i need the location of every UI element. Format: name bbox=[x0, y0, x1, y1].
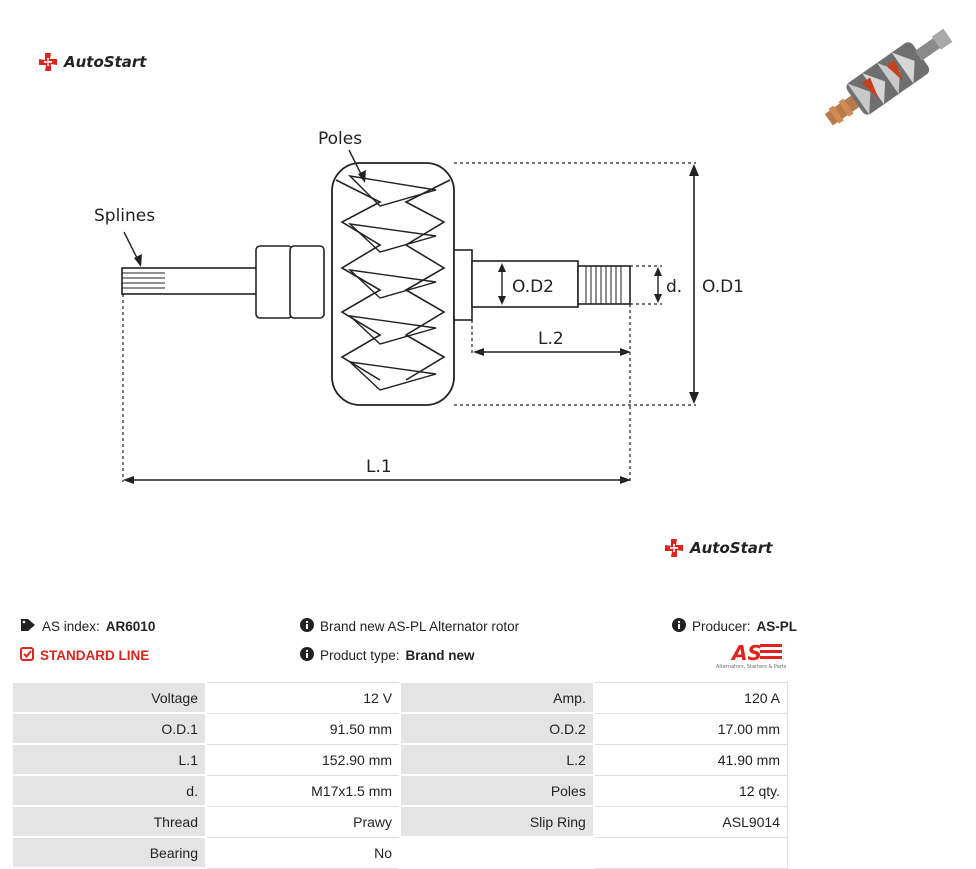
table-row: Bearing No bbox=[11, 836, 788, 869]
spec-value: 152.90 mm bbox=[205, 743, 401, 776]
table-row: O.D.1 91.50 mm O.D.2 17.00 mm bbox=[11, 712, 788, 745]
check-square-icon bbox=[20, 647, 34, 664]
description: Brand new AS-PL Alternator rotor bbox=[300, 618, 519, 635]
brand-logo-top: AutoStart bbox=[38, 52, 146, 72]
info-circle-icon bbox=[672, 618, 686, 635]
product-type-value: Brand new bbox=[405, 648, 475, 663]
product-type: Product type: Brand new bbox=[300, 647, 475, 664]
spec-table: Voltage 12 V Amp. 120 A O.D.1 91.50 mm O… bbox=[11, 681, 788, 869]
spec-key: d. bbox=[11, 774, 207, 807]
spec-key: O.D.2 bbox=[399, 712, 595, 745]
label-l1: L.1 bbox=[366, 457, 392, 477]
spec-key bbox=[399, 836, 595, 869]
as-index: AS index: AR6010 bbox=[20, 618, 155, 635]
svg-text:AS: AS bbox=[730, 641, 762, 665]
spec-value: 12 V bbox=[205, 681, 401, 714]
as-pl-logo: AS Alternators, Starters & Parts bbox=[716, 641, 787, 670]
splines-section bbox=[121, 267, 259, 295]
spec-value: 17.00 mm bbox=[593, 712, 788, 745]
table-row: Voltage 12 V Amp. 120 A bbox=[11, 681, 788, 714]
label-splines: Splines bbox=[94, 206, 155, 226]
claw-pole-body bbox=[331, 162, 455, 406]
label-poles: Poles bbox=[318, 129, 362, 149]
table-row: L.1 152.90 mm L.2 41.90 mm bbox=[11, 743, 788, 776]
info-circle-icon bbox=[300, 618, 314, 635]
producer-value: AS-PL bbox=[756, 619, 798, 634]
autostart-logo-icon bbox=[39, 53, 57, 71]
brand-name: AutoStart bbox=[690, 539, 773, 557]
label-od1: O.D1 bbox=[702, 277, 744, 297]
spec-value: 41.90 mm bbox=[593, 743, 788, 776]
spec-key: Thread bbox=[11, 805, 207, 838]
standard-line-text: STANDARD LINE bbox=[40, 648, 150, 663]
autostart-logo-icon bbox=[665, 539, 683, 557]
spec-value bbox=[593, 836, 788, 869]
label-l2: L.2 bbox=[538, 329, 564, 349]
svg-text:Alternators, Starters & Parts: Alternators, Starters & Parts bbox=[716, 664, 787, 670]
brand-logo-bottom: AutoStart bbox=[664, 538, 772, 558]
spec-value: No bbox=[205, 836, 401, 869]
spec-value: Prawy bbox=[205, 805, 401, 838]
spec-key: Amp. bbox=[399, 681, 595, 714]
tag-icon bbox=[20, 618, 36, 635]
description-text: Brand new AS-PL Alternator rotor bbox=[320, 619, 520, 634]
table-row: Thread Prawy Slip Ring ASL9014 bbox=[11, 805, 788, 838]
producer: Producer: AS-PL bbox=[672, 618, 797, 635]
product-photo bbox=[808, 8, 966, 150]
thread-section bbox=[577, 265, 631, 305]
label-d: d. bbox=[666, 277, 682, 297]
standard-line-badge: STANDARD LINE bbox=[20, 647, 149, 664]
as-index-label: AS index: bbox=[42, 619, 100, 634]
spec-value: 12 qty. bbox=[593, 774, 788, 807]
spec-key: Voltage bbox=[11, 681, 207, 714]
brand-name: AutoStart bbox=[64, 53, 147, 71]
product-type-label: Product type: bbox=[320, 648, 400, 663]
spec-value: 91.50 mm bbox=[205, 712, 401, 745]
spec-key: L.2 bbox=[399, 743, 595, 776]
spec-key: Bearing bbox=[11, 836, 207, 869]
as-index-value: AR6010 bbox=[105, 619, 156, 634]
info-circle-icon bbox=[300, 647, 314, 664]
table-row: d. M17x1.5 mm Poles 12 qty. bbox=[11, 774, 788, 807]
spec-value: ASL9014 bbox=[593, 805, 788, 838]
producer-label: Producer: bbox=[692, 619, 751, 634]
label-od2: O.D2 bbox=[512, 277, 554, 297]
spec-key: O.D.1 bbox=[11, 712, 207, 745]
spec-key: Poles bbox=[399, 774, 595, 807]
rotor-diagram: Poles Splines O.D2 d. O.D1 L.2 L.1 bbox=[94, 129, 744, 484]
spec-value: M17x1.5 mm bbox=[205, 774, 401, 807]
spec-value: 120 A bbox=[593, 681, 788, 714]
spec-key: L.1 bbox=[11, 743, 207, 776]
spec-key: Slip Ring bbox=[399, 805, 595, 838]
